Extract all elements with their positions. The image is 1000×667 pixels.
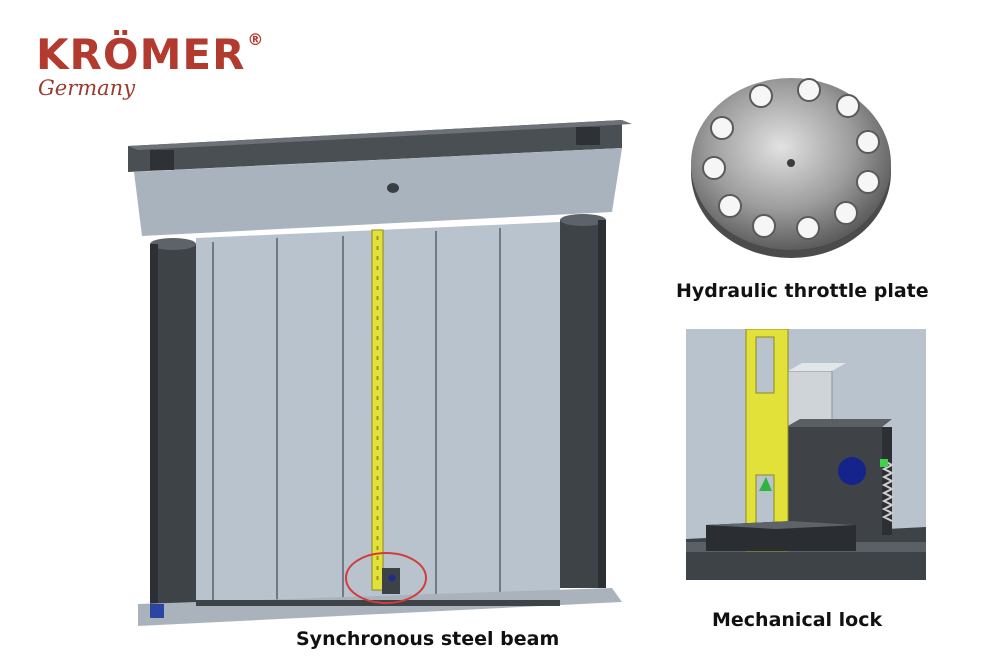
caption-throttle-plate: Hydraulic throttle plate <box>676 280 929 302</box>
registered-mark: ® <box>247 30 265 49</box>
mechanical-lock-detail <box>686 329 926 580</box>
lock-body <box>786 427 882 535</box>
top-crossbeam <box>128 120 622 172</box>
brand-logo: KRÖMER® <box>36 32 264 76</box>
brand-tagline: Germany <box>38 76 136 100</box>
caption-mechanical-lock: Mechanical lock <box>712 609 883 631</box>
brand-name: KRÖMER <box>36 30 246 79</box>
synchronous-beam-illustration <box>128 120 632 626</box>
highlight-circle <box>345 552 427 604</box>
base-plate <box>138 588 622 626</box>
caption-synchronous-beam: Synchronous steel beam <box>296 628 560 650</box>
throttle-plate-photo <box>691 78 891 258</box>
